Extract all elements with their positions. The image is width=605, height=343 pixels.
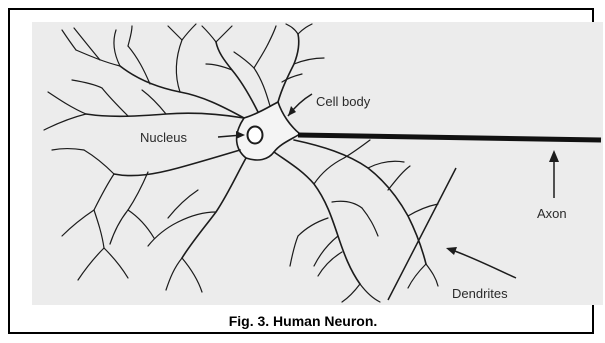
figure-frame: Cell body Nucleus Axon Dendrites Fig. 3.… xyxy=(8,8,594,334)
neuron-diagram: Cell body Nucleus Axon Dendrites xyxy=(32,22,603,305)
dendrites-label: Dendrites xyxy=(452,286,508,301)
cell-body-label: Cell body xyxy=(316,94,371,109)
nucleus-label: Nucleus xyxy=(140,130,187,145)
axon-label: Axon xyxy=(537,206,567,221)
dendrites-lower-right xyxy=(274,140,438,302)
axon xyxy=(298,135,601,140)
nucleus xyxy=(248,127,263,144)
neuron-illustration: Cell body Nucleus Axon Dendrites xyxy=(32,22,603,305)
figure-caption: Fig. 3. Human Neuron. xyxy=(10,313,596,329)
dendrites-lower-left xyxy=(52,149,246,293)
